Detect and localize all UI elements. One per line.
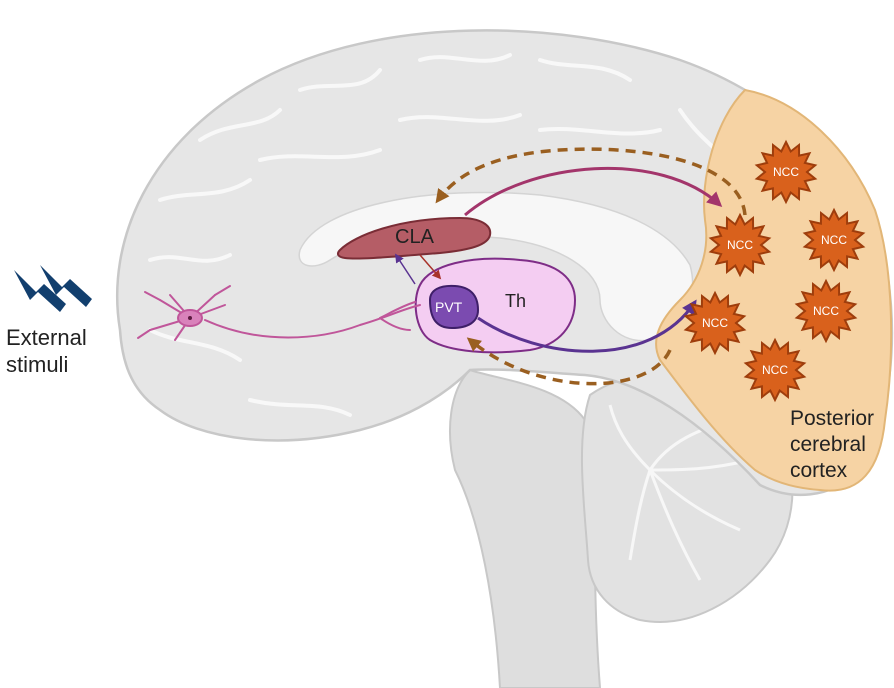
cla-label: CLA bbox=[395, 226, 435, 248]
lightning-icon bbox=[14, 265, 92, 312]
pvt-label: PVT bbox=[435, 299, 463, 315]
brainstem bbox=[450, 370, 600, 688]
ncc-label: NCC bbox=[727, 238, 753, 252]
cortex-label-line3: cortex bbox=[790, 459, 848, 482]
ncc-label: NCC bbox=[813, 304, 839, 318]
cortex-label-line1: Posterior bbox=[790, 407, 874, 430]
stimuli-label-line1: External bbox=[6, 325, 87, 350]
stimuli-label-line2: stimuli bbox=[6, 352, 68, 377]
cortex-label-line2: cerebral bbox=[790, 433, 866, 456]
ncc-label: NCC bbox=[762, 363, 788, 377]
ncc-label: NCC bbox=[773, 165, 799, 179]
ncc-label: NCC bbox=[702, 316, 728, 330]
th-label: Th bbox=[505, 291, 526, 311]
ncc-label: NCC bbox=[821, 233, 847, 247]
